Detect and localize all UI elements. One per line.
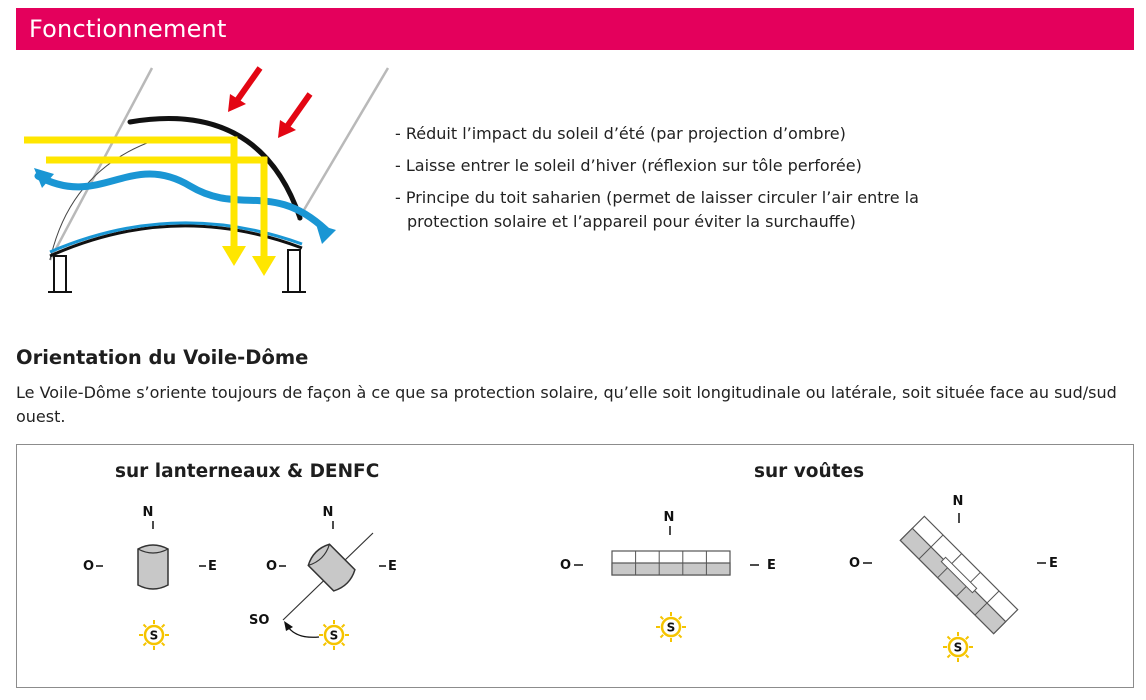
lanterneau-shape [307, 543, 356, 592]
guide-line [48, 67, 154, 261]
south-label: S [667, 621, 676, 635]
east-label: E [767, 558, 776, 573]
west-label: O [560, 558, 571, 573]
summer-sun-ray [24, 136, 238, 250]
functioning-bullet-list: - Réduit l’impact du soleil d’été (par p… [395, 122, 995, 242]
bullet-item: - Laisse entrer le soleil d’hiver (réfle… [395, 156, 862, 175]
east-label: E [208, 559, 217, 574]
north-label: N [143, 505, 154, 520]
section-header-bar: Fonctionnement [16, 8, 1134, 50]
east-label: E [1049, 556, 1058, 571]
voute-shape [899, 515, 1019, 635]
dome-functioning-diagram [24, 66, 390, 293]
north-label: N [664, 510, 675, 525]
section-header-title: Fonctionnement [29, 15, 227, 43]
orientation-description: Le Voile-Dôme s’oriente toujours de faço… [16, 383, 1117, 426]
rotation-arrow [287, 626, 320, 638]
guide-line [296, 67, 390, 221]
west-label: O [83, 559, 94, 574]
lanterneau-southwest-diagram: N O E SO S [249, 505, 397, 652]
winter-sun-ray [46, 156, 268, 260]
west-label: O [266, 559, 277, 574]
bullet-item: - Principe du toit saharien (permet de l… [395, 188, 919, 231]
east-label: E [388, 559, 397, 574]
airflow-arrow [34, 170, 330, 234]
north-label: N [953, 494, 964, 509]
voute-shape [611, 550, 731, 576]
north-label: N [323, 505, 334, 520]
sun-arrow-red [233, 66, 263, 104]
south-label: S [330, 629, 339, 643]
right-column-title: sur voûtes [754, 461, 865, 482]
lanterneau-shape [137, 544, 169, 590]
left-column-title: sur lanterneaux & DENFC [115, 461, 380, 482]
upstand-left [53, 255, 67, 293]
southwest-label: SO [249, 613, 269, 628]
south-label: S [954, 641, 963, 655]
voute-south-diagram: N O E S [560, 510, 776, 644]
orientation-diagram-box: sur lanterneaux & DENFC sur voûtes N O E [16, 444, 1134, 688]
lanterneau-south-diagram: N O E S [83, 505, 217, 652]
upstand-right [287, 249, 301, 293]
sun-arrow-red [283, 92, 313, 130]
south-label: S [150, 629, 159, 643]
dome-base-curve [49, 224, 303, 258]
dome-glazing [49, 221, 303, 254]
orientation-title: Orientation du Voile-Dôme [16, 346, 309, 369]
sun-shield-arc [127, 116, 303, 221]
orientation-diagrams: N O E S N O E SO [83, 494, 1058, 664]
voute-southwest-diagram: N O E S [849, 494, 1058, 664]
bullet-item: - Réduit l’impact du soleil d’été (par p… [395, 124, 846, 143]
west-label: O [849, 556, 860, 571]
